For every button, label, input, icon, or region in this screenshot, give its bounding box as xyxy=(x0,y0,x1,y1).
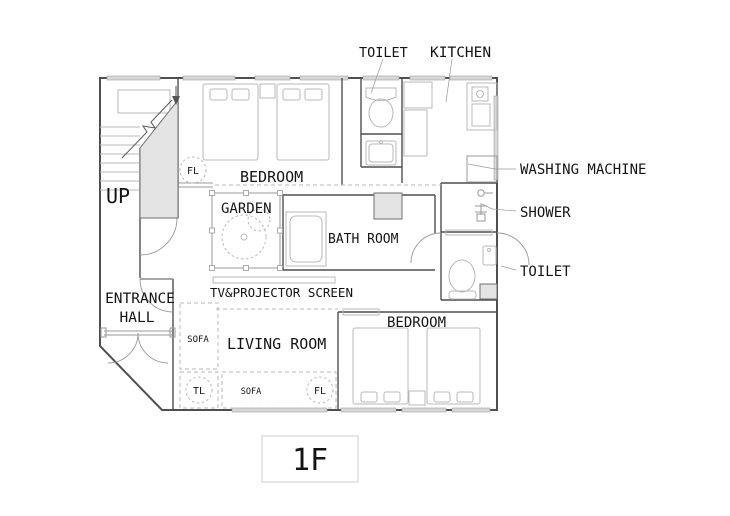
stair-break-line xyxy=(121,99,173,159)
sofa-outline-bottom xyxy=(221,371,337,409)
bed xyxy=(276,83,330,161)
room-label-shower: SHOWER xyxy=(520,205,571,221)
annotation-tl-living: TL xyxy=(193,386,205,397)
kitchen-sink xyxy=(471,86,489,102)
shower-fixture xyxy=(475,189,493,222)
stair-arrow-head xyxy=(172,96,180,105)
room-label-entrance-line1: ENTRANCE xyxy=(105,291,175,307)
tree-symbol xyxy=(221,214,267,260)
entrance-door-arc-right xyxy=(137,332,169,364)
floor-title-box xyxy=(261,435,359,483)
toilet-door-arc xyxy=(496,232,530,266)
annotation-up: UP xyxy=(106,184,130,208)
washing-machine-fixture xyxy=(466,155,498,183)
bed xyxy=(202,83,259,161)
stair-upper-flight xyxy=(139,98,179,219)
leader-lines xyxy=(370,58,517,271)
washbasin-fixture xyxy=(365,140,397,166)
column-shaft xyxy=(479,283,498,300)
toilet-top-fixture xyxy=(365,87,397,128)
labels: TOILET KITCHEN WASHING MACHINE SHOWER TO… xyxy=(105,45,646,397)
floor-title-text: 1F xyxy=(292,443,328,478)
room-label-toilet-top: TOILET xyxy=(359,45,408,61)
stair-treads xyxy=(100,126,140,191)
room-label-living-room: LIVING ROOM xyxy=(227,335,326,353)
entrance-door-jamb xyxy=(169,327,176,338)
room-label-garden: GARDEN xyxy=(221,201,272,217)
toilet-right-fixture xyxy=(448,245,497,300)
bedroom-bottom-beds xyxy=(352,327,481,406)
hall-door-arc xyxy=(139,278,174,313)
bed xyxy=(352,327,409,405)
toilet-hand-basin xyxy=(482,245,497,266)
interior-walls xyxy=(139,78,497,410)
garden-mullions xyxy=(209,190,283,271)
bathtub-fixture xyxy=(285,211,327,267)
floor-title: 1F xyxy=(261,435,359,483)
room-label-toilet-right: TOILET xyxy=(520,264,571,280)
kitchen-stove xyxy=(471,103,491,127)
entrance-door-arc-left xyxy=(107,332,139,364)
room-label-bedroom-top: BEDROOM xyxy=(240,168,303,186)
understair-door-arc xyxy=(139,217,178,256)
room-label-washing-machine: WASHING MACHINE xyxy=(520,162,646,178)
room-label-entrance-line2: HALL xyxy=(120,310,155,326)
sofa-outline-left xyxy=(179,302,219,370)
annotation-sofa-bottom: SOFA xyxy=(241,387,261,397)
annotation-fl-living: FL xyxy=(314,386,326,397)
annotation-sofa-left: SOFA xyxy=(187,335,209,345)
bathroom-door-arc xyxy=(410,232,442,264)
garden-court xyxy=(209,190,283,271)
room-label-bedroom-bottom: BEDROOM xyxy=(387,315,446,331)
bedroom-sliding-door xyxy=(178,182,213,188)
doors xyxy=(100,182,530,364)
kitchen-counters xyxy=(403,81,498,157)
shower-sliding-door xyxy=(445,229,493,236)
column-shaft xyxy=(373,192,403,220)
tree-symbol xyxy=(247,208,271,232)
nightstand xyxy=(408,390,426,406)
fl-symbol-bedroom xyxy=(179,156,207,184)
bedroom2-sliding-door xyxy=(342,308,380,316)
annotation-fl-bedroom: FL xyxy=(187,166,199,177)
staircase xyxy=(100,86,180,219)
nightstand xyxy=(259,83,276,99)
room-label-kitchen: KITCHEN xyxy=(430,45,491,61)
sofas xyxy=(179,156,337,409)
fl-symbol-living xyxy=(306,376,334,404)
annotation-tv-projector: TV&PROJECTOR SCREEN xyxy=(210,285,353,300)
bed xyxy=(426,327,481,405)
tv-projector-screen-line xyxy=(212,276,336,284)
tl-symbol xyxy=(185,376,213,404)
table-outline xyxy=(179,371,219,409)
entrance-door-jamb xyxy=(100,327,107,338)
bedroom-top-beds xyxy=(202,83,330,161)
room-label-bath-room: BATH ROOM xyxy=(328,232,399,247)
